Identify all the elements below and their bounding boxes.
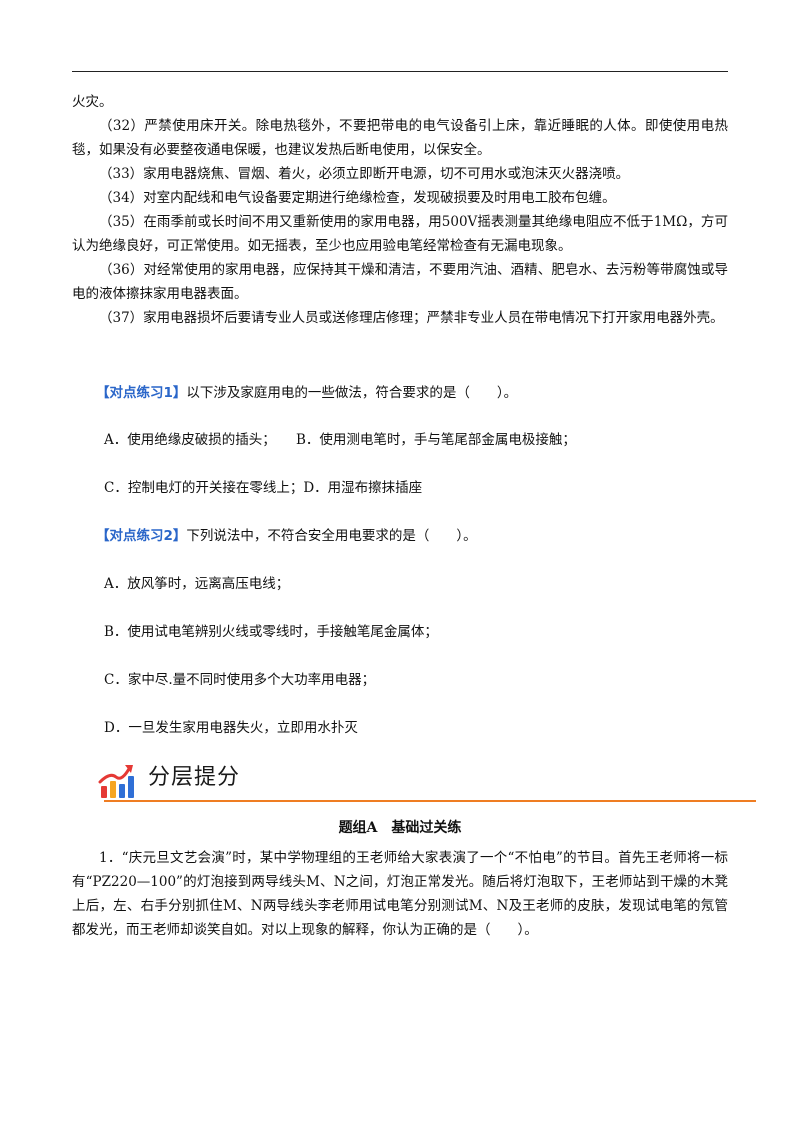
exercise-1-options-ab: A．使用绝缘皮破损的插头； B．使用测电笔时，手与笔尾部金属电极接触； [104,432,576,448]
exercise-1-tag: 【对点练习1】 [96,385,187,401]
question-1: 1．“庆元旦文艺会演”时，某中学物理组的王老师给大家表演了一个“不怕电”的节目。… [72,846,728,942]
exercise-1-question: 【对点练习1】以下涉及家庭用电的一些做法，符合要求的是（ ）。 [96,381,728,405]
section-title: 分层提分 [148,765,241,790]
rule-36: （36）对经常使用的家用电器，应保持其干燥和清洁，不要用汽油、酒精、肥皂水、去污… [72,262,728,302]
rule-37: （37）家用电器损坏后要请专业人员或送修理店修理；严禁非专业人员在带电情况下打开… [99,310,724,326]
exercise-2-option-c: C．家中尽.量不同时使用多个大功率用电器； [104,672,376,688]
exercise-2-option-b: B．使用试电笔辨别火线或零线时，手接触笔尾金属体； [104,624,438,640]
question-1-text: 1．“庆元旦文艺会演”时，某中学物理组的王老师给大家表演了一个“不怕电”的节目。… [72,850,728,938]
exercise-1-text: 以下涉及家庭用电的一些做法，符合要求的是（ ）。 [186,385,518,401]
exercise-2-text: 下列说法中，不符合安全用电要求的是（ ）。 [186,528,477,544]
rule-32: （32）严禁使用床开关。除电热毯外，不要把带电的电气设备引上床，靠近睡眠的人体。… [72,118,728,158]
section-rule [104,800,756,802]
section-header: 分层提分 [98,762,756,802]
exercise-1-options-cd: C．控制电灯的开关接在零线上；D．用湿布擦抹插座 [104,480,423,496]
safety-rules-text: 火灾。 （32）严禁使用床开关。除电热毯外，不要把带电的电气设备引上床，靠近睡眠… [72,90,728,330]
rule-34: （34）对室内配线和电气设备要定期进行绝缘检查，发现破损要及时用电工胶布包缠。 [99,190,616,206]
exercise-2-question: 【对点练习2】下列说法中，不符合安全用电要求的是（ ）。 [96,524,728,548]
exercise-2-option-d: D．一旦发生家用电器失火，立即用水扑灭 [104,720,358,736]
group-title: 题组A 基础过关练 [338,820,462,836]
exercise-2-option-a: A．放风筝时，远离高压电线； [104,576,290,592]
bar-chart-growth-icon [98,765,134,798]
paragraph-continuation: 火灾。 [72,94,113,110]
exercise-2-tag: 【对点练习2】 [96,528,187,544]
rule-33: （33）家用电器烧焦、冒烟、着火，必须立即断开电源，切不可用水或泡沫灭火器浇喷。 [99,166,630,182]
rule-35: （35）在雨季前或长时间不用又重新使用的家用电器，用500V摇表测量其绝缘电阻应… [72,214,728,254]
header-rule [72,71,728,72]
